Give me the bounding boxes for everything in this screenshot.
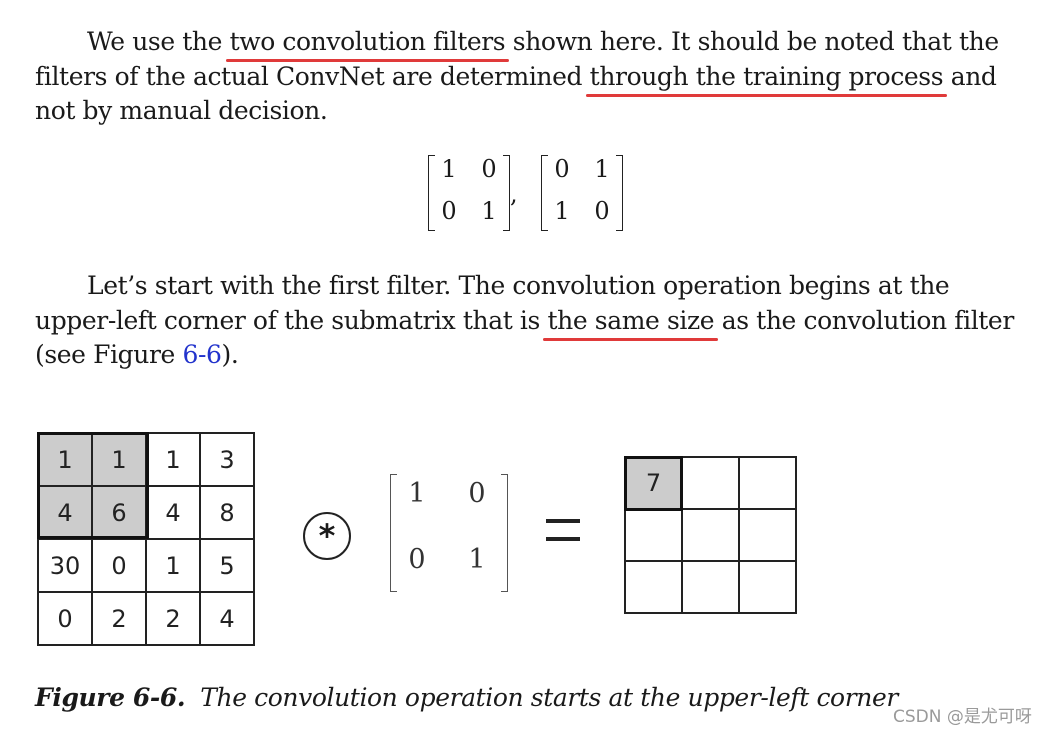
- equals-icon: [546, 519, 580, 541]
- filter-matrix-1: 1 0 0 1: [428, 155, 510, 231]
- underline-same-size: the same size: [547, 305, 715, 335]
- matrix-cell: 1: [37, 432, 93, 487]
- text-span: We use the: [87, 27, 230, 56]
- matrix-cell: 1: [145, 538, 201, 593]
- underline-two-convolution-filters: two convolution filters: [229, 27, 506, 56]
- text-span: ).: [221, 340, 239, 369]
- figure-caption: Figure 6-6. The convolution operation st…: [35, 683, 898, 712]
- matrix-cell: 8: [199, 485, 255, 540]
- left-bracket: [428, 155, 435, 231]
- matrix-cell: 5: [199, 538, 255, 593]
- matrix-cell: 1: [481, 197, 497, 225]
- text-span: shown here. It should be noted that the …: [35, 27, 999, 91]
- matrix-cell: 2: [145, 591, 201, 646]
- matrix-cell: 1: [145, 432, 201, 487]
- matrix-cell: [624, 508, 683, 562]
- matrix-cell: 6: [91, 485, 147, 540]
- matrix-cell: 1: [441, 155, 457, 183]
- paragraph-intro: We use the two convolution filters shown…: [35, 25, 1025, 129]
- matrix-cell: 0: [408, 544, 426, 575]
- matrix-cell: 3: [199, 432, 255, 487]
- text-span: and not by manual decision.: [35, 61, 997, 126]
- output-matrix: 7: [624, 456, 797, 614]
- matrix-separator-comma: ,: [510, 180, 518, 208]
- matrix-cell: 0: [554, 155, 570, 183]
- matrix-cell: 4: [145, 485, 201, 540]
- matrix-cell: [681, 456, 740, 510]
- matrix-cell: [738, 560, 797, 614]
- convolution-operator-icon: *: [303, 512, 351, 560]
- matrix-cell: 0: [91, 538, 147, 593]
- matrix-cell: 4: [37, 485, 93, 540]
- right-bracket: [501, 474, 508, 592]
- matrix-cell: 1: [91, 432, 147, 487]
- paragraph-first-filter: Let’s start with the first filter. The c…: [35, 269, 1025, 373]
- matrix-row: [624, 560, 797, 614]
- caption-text: The convolution operation starts at the …: [200, 683, 898, 712]
- matrix-cell: [738, 456, 797, 510]
- figure-label: Figure 6-6.: [35, 683, 186, 712]
- matrix-cell: 0: [441, 197, 457, 225]
- watermark: CSDN @是尤可呀: [893, 707, 1032, 727]
- matrix-cell: 30: [37, 538, 93, 593]
- matrix-cell: 0: [37, 591, 93, 646]
- matrix-cell: 1: [408, 478, 426, 509]
- left-bracket: [541, 155, 548, 231]
- text-span: as the convolution filter (see Figure: [35, 305, 1014, 370]
- matrix-cell: [738, 508, 797, 562]
- matrix-cell: 2: [91, 591, 147, 646]
- matrix-row: 7: [624, 456, 797, 510]
- matrix-cell: 1: [554, 197, 570, 225]
- filter-matrix-2: 0 1 1 0: [541, 155, 623, 231]
- matrix-cell: [681, 508, 740, 562]
- figure-filter-matrix: 1 0 0 1: [390, 474, 508, 592]
- text-span: Let’s start with the first filter. The c…: [35, 271, 950, 335]
- matrix-row: 0 2 2 4: [37, 591, 255, 646]
- matrix-cell: 1: [594, 155, 610, 183]
- matrix-row: [624, 508, 797, 562]
- matrix-cell: 4: [199, 591, 255, 646]
- matrix-cell: 0: [481, 155, 497, 183]
- matrix-cell: [681, 560, 740, 614]
- left-bracket: [390, 474, 397, 592]
- input-matrix: 1 1 1 3 4 6 4 8 30 0 1 5 0 2 2 4: [37, 432, 255, 646]
- figure-reference-link[interactable]: 6-6: [182, 340, 222, 369]
- matrix-cell: [624, 560, 683, 614]
- underline-training-process: through the training process: [589, 61, 944, 91]
- matrix-row: 30 0 1 5: [37, 538, 255, 593]
- matrix-cell: 1: [468, 544, 486, 575]
- right-bracket: [503, 155, 510, 231]
- right-bracket: [616, 155, 623, 231]
- matrix-row: 4 6 4 8: [37, 485, 255, 540]
- matrix-cell: 7: [624, 456, 683, 510]
- matrix-cell: 0: [594, 197, 610, 225]
- matrix-cell: 0: [468, 478, 486, 509]
- matrix-row: 1 1 1 3: [37, 432, 255, 487]
